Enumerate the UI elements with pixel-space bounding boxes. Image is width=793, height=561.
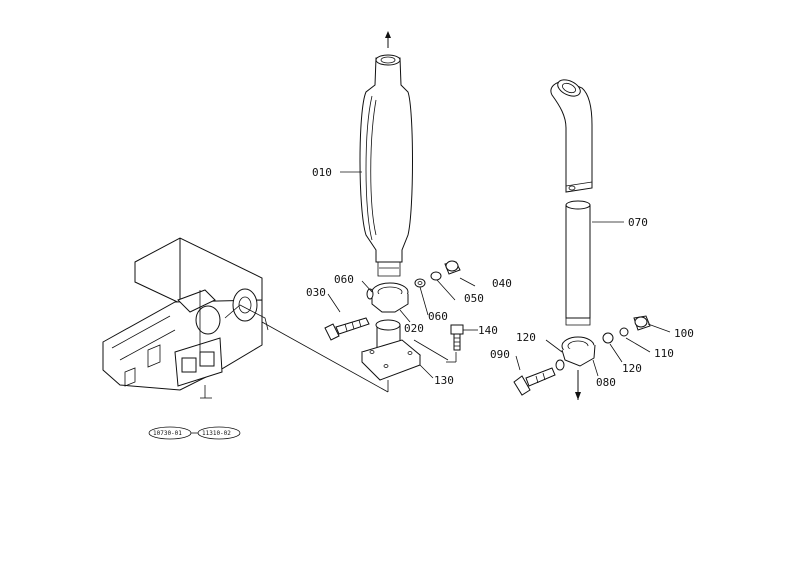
callout-100: 100 bbox=[674, 327, 694, 340]
muffler bbox=[359, 31, 413, 277]
callout-010: 010 bbox=[312, 166, 332, 179]
callout-120-right: 120 bbox=[622, 362, 642, 375]
callout-labels: 010 020 030 040 050 060 060 070 080 090 … bbox=[306, 166, 694, 389]
reference-tags: 10730-01 11310-02 bbox=[148, 426, 241, 440]
callout-110: 110 bbox=[654, 347, 674, 360]
callout-130: 130 bbox=[434, 374, 454, 387]
bolt-140 bbox=[450, 324, 464, 351]
callout-070: 070 bbox=[628, 216, 648, 229]
callout-080: 080 bbox=[596, 376, 616, 389]
reference-tag-1: 10730-01 bbox=[153, 430, 182, 437]
reference-tag-2: 11310-02 bbox=[202, 430, 231, 437]
bolt-030 bbox=[324, 317, 370, 341]
flange bbox=[361, 319, 421, 381]
callout-120-left: 120 bbox=[516, 331, 536, 344]
callout-090: 090 bbox=[490, 348, 510, 361]
pipe-clamp bbox=[555, 315, 651, 400]
callout-050: 050 bbox=[464, 292, 484, 305]
engine-block bbox=[102, 237, 269, 399]
callout-040: 040 bbox=[492, 277, 512, 290]
tail-pipe bbox=[550, 79, 593, 326]
bolt-090 bbox=[513, 367, 556, 396]
leader-lines bbox=[261, 171, 671, 393]
callout-020: 020 bbox=[404, 322, 424, 335]
clamp-assembly bbox=[366, 260, 461, 313]
callout-030: 030 bbox=[306, 286, 326, 299]
callout-140: 140 bbox=[478, 324, 498, 337]
callout-060-right: 060 bbox=[428, 310, 448, 323]
callout-060-left: 060 bbox=[334, 273, 354, 286]
